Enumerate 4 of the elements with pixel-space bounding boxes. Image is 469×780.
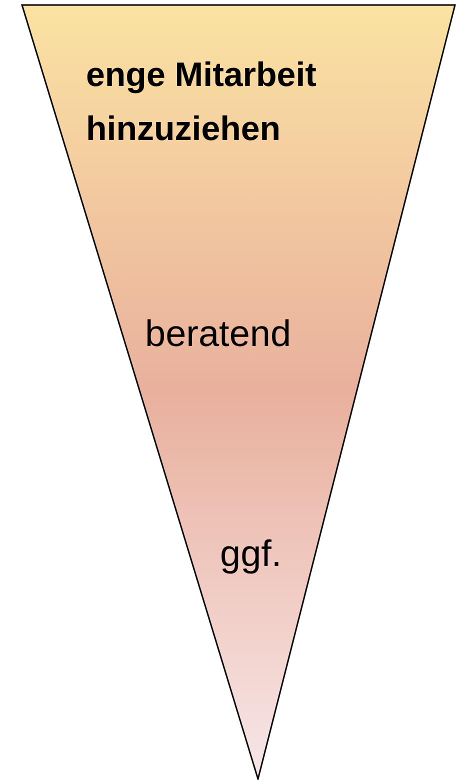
label: ggf.: [220, 532, 283, 576]
funnel-triangle: [20, 4, 457, 780]
label: beratend: [145, 312, 292, 356]
heading: enge Mitarbeit hinzuziehen: [86, 55, 318, 150]
